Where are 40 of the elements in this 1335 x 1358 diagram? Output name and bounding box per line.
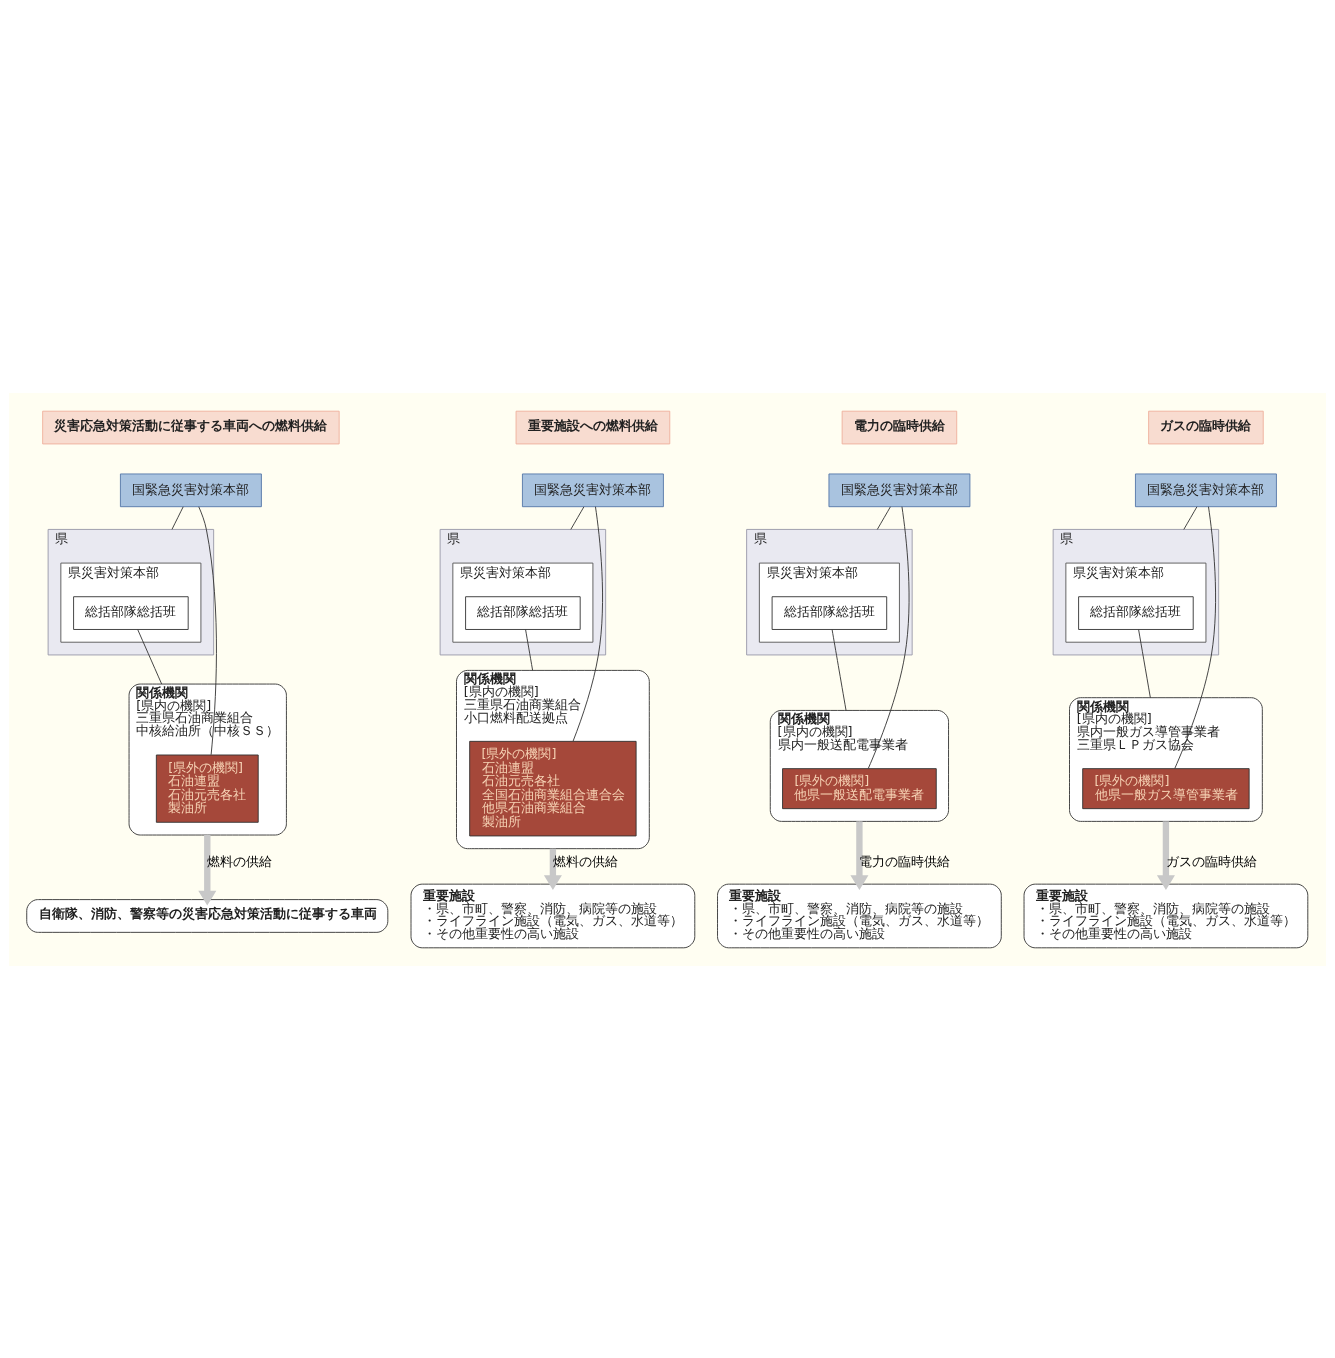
node-box: 総括部隊総括班 [465,595,581,630]
node-box: 重要施設 ・県、市町、警察、消防、病院等の施設 ・ライフライン施設（電気、ガス、水道等） ・その他重要性の高い施設 [410,883,696,948]
arrow [543,848,562,890]
connector [198,505,217,755]
node-box: 総括部隊総括班 [1078,595,1194,630]
node-box: 重要施設 ・県、市町、警察、消防、病院等の施設 ・ライフライン施設（電気、ガス、水道等） ・その他重要性の高い施設 [717,883,1002,948]
connector [876,505,891,530]
node-box: 重要施設への燃料供給 [515,410,671,444]
node-box: 国緊急災害対策本部 [119,473,262,507]
node-box: [県外の機関] 他県一般送配電事業者 [782,767,937,809]
connector [1183,505,1198,530]
node-box: [県外の機関] 他県一般ガス導管事業者 [1082,767,1250,809]
node-box: 総括部隊総括班 [73,595,189,630]
node-box: 国緊急災害対策本部 [521,473,664,507]
connector [525,628,534,671]
edge-label: 燃料の供給 [207,853,273,869]
node-box: [県外の機関] 石油連盟 石油元売各社 全国石油商業組合連合会 他県石油商業組合 製油所 [469,740,637,836]
edge-label: 燃料の供給 [552,853,618,869]
node-box: 国緊急災害対策本部 [828,473,971,507]
node-box: 重要施設 ・県、市町、警察、消防、病院等の施設 ・ライフライン施設（電気、ガス、水道等） ・その他重要性の高い施設 [1023,883,1309,948]
node-box: 自衛隊、消防、警察等の災害応急対策活動に従事する車両 [26,898,389,933]
connector [831,628,847,711]
node-box: ガスの臨時供給 [1148,410,1264,444]
arrow [1156,820,1175,890]
arrow [850,820,869,890]
arrow [198,834,217,906]
connector [1174,505,1217,769]
connector [867,505,910,769]
connector [570,505,585,530]
node-box: 国緊急災害対策本部 [1135,473,1277,507]
connector [572,505,604,742]
node-box: 災害応急対策活動に従事する車両への燃料供給 [42,410,340,444]
connector [1138,628,1151,698]
connector [137,628,163,684]
edge-label: 電力の臨時供給 [859,853,951,869]
connector [171,505,184,530]
node-box: [県外の機関] 石油連盟 石油元売各社 製油所 [155,754,259,823]
node-box: 電力の臨時供給 [841,410,958,444]
node-box: 総括部隊総括班 [771,595,888,630]
edge-label: ガスの臨時供給 [1165,853,1257,869]
